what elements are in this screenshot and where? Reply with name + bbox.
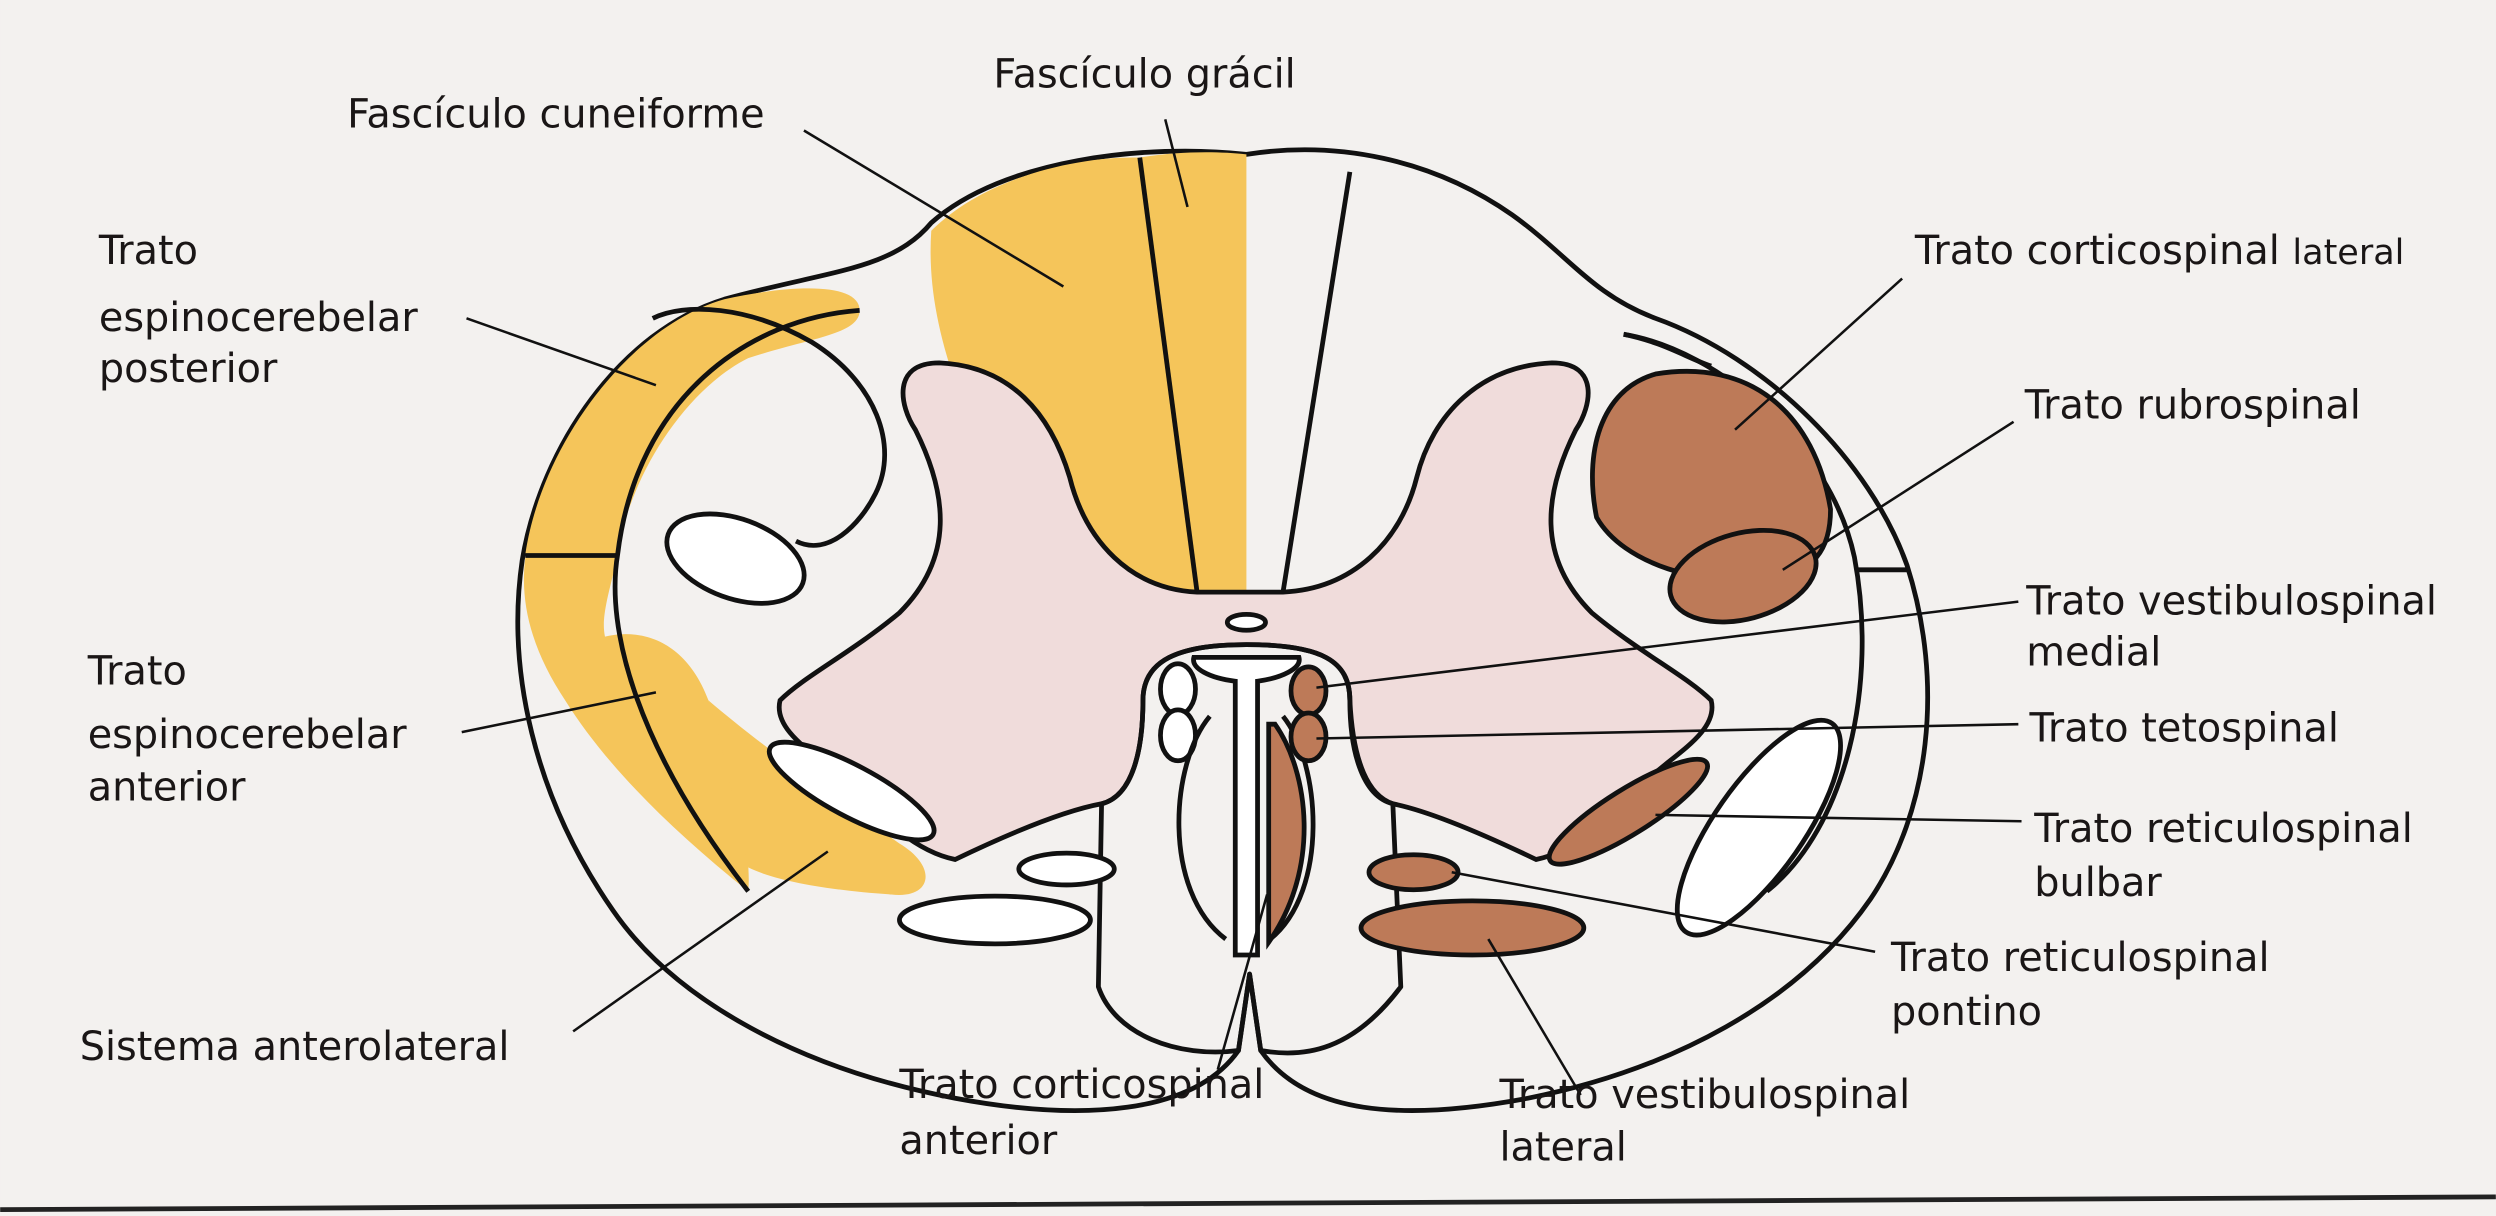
label-vestibulospinal-lateral-1: Trato vestibulospinal	[1498, 1072, 1910, 1118]
label-reticulospinal-bulbar-2: bulbar	[2034, 860, 2162, 906]
left-lateral-column-outline	[612, 307, 860, 893]
left-lateral-inner-outline	[651, 306, 888, 548]
rubrospinal-region	[1667, 527, 1819, 625]
anterior-funiculi	[1095, 642, 1404, 1056]
vestibulospinal-medial-region	[1288, 664, 1329, 718]
label-espinocerebelar-anterior-2: espinocerebelar	[88, 712, 408, 758]
anterior-median-fissure	[1191, 654, 1302, 958]
label-corticospinal-lateral-1: Trato corticospinal	[1914, 228, 2293, 274]
left-ventral-outline-3	[897, 893, 1093, 947]
right-posterior-septum	[1280, 171, 1353, 593]
label-espinocerebelar-posterior-3: posterior	[99, 346, 278, 392]
tetospinal-region	[1288, 710, 1329, 764]
right-lateral-inner-outline	[1623, 331, 1712, 369]
right-ventral-outline	[1674, 717, 1843, 938]
left-dorsolateral-outline	[664, 511, 807, 606]
label-vestibulospinal-lateral-2: lateral	[1499, 1124, 1626, 1170]
espinocerebelar-posterior-region	[525, 288, 860, 554]
left-ventral-outline-2	[1016, 850, 1117, 888]
label-reticulospinal-bulbar-1: Trato reticulospinal	[2033, 806, 2413, 852]
label-vestibulospinal-medial-1: Trato vestibulospinal	[2025, 578, 2437, 624]
reticulospinal-bulbar-region	[1546, 756, 1710, 867]
gracil-cuneiforme-divider	[1137, 157, 1200, 593]
left-ventral-outline-1	[766, 739, 937, 843]
page-edge-line	[0, 1194, 2496, 1213]
vestibulospinal-lateral-region	[1358, 898, 1587, 958]
label-reticulospinal-pontino-2: pontino	[1891, 989, 2042, 1035]
reticulospinal-pontino-region	[1366, 852, 1461, 893]
fasciculo-gracil-region	[1139, 152, 1247, 593]
label-espinocerebelar-anterior-3: anterior	[88, 765, 246, 811]
left-medial-tract-outline-1	[1158, 661, 1198, 718]
label-tetospinal: Trato tetospinal	[2028, 706, 2338, 752]
label-corticospinal-lateral: Trato corticospinal lateral	[1914, 228, 2405, 274]
label-espinocerebelar-posterior-1: Trato	[98, 228, 198, 274]
leader-lines	[461, 119, 2022, 1096]
left-anterior-column-outline	[1176, 714, 1228, 941]
label-espinocerebelar-posterior-2: espinocerebelar	[99, 295, 419, 341]
label-vestibulospinal-medial-2: medial	[2026, 629, 2161, 675]
label-fasciculo-gracil: Fascículo grácil	[993, 52, 1295, 98]
label-corticospinal-anterior-1: Trato corticospinal	[898, 1062, 1264, 1108]
label-corticospinal-lateral-2: lateral	[2292, 233, 2404, 273]
label-fasciculo-cuneiforme: Fascículo cuneiforme	[347, 91, 764, 137]
label-rubrospinal: Trato rubrospinal	[2024, 383, 2361, 429]
label-corticospinal-anterior-2: anterior	[899, 1118, 1057, 1164]
central-canal	[1224, 611, 1268, 633]
label-reticulospinal-pontino-1: Trato reticulospinal	[1890, 935, 2270, 981]
label-espinocerebelar-anterior-1: Trato	[87, 648, 187, 694]
corticospinal-anterior-region	[1266, 721, 1307, 950]
label-sistema-anterolateral: Sistema anterolateral	[80, 1024, 510, 1070]
